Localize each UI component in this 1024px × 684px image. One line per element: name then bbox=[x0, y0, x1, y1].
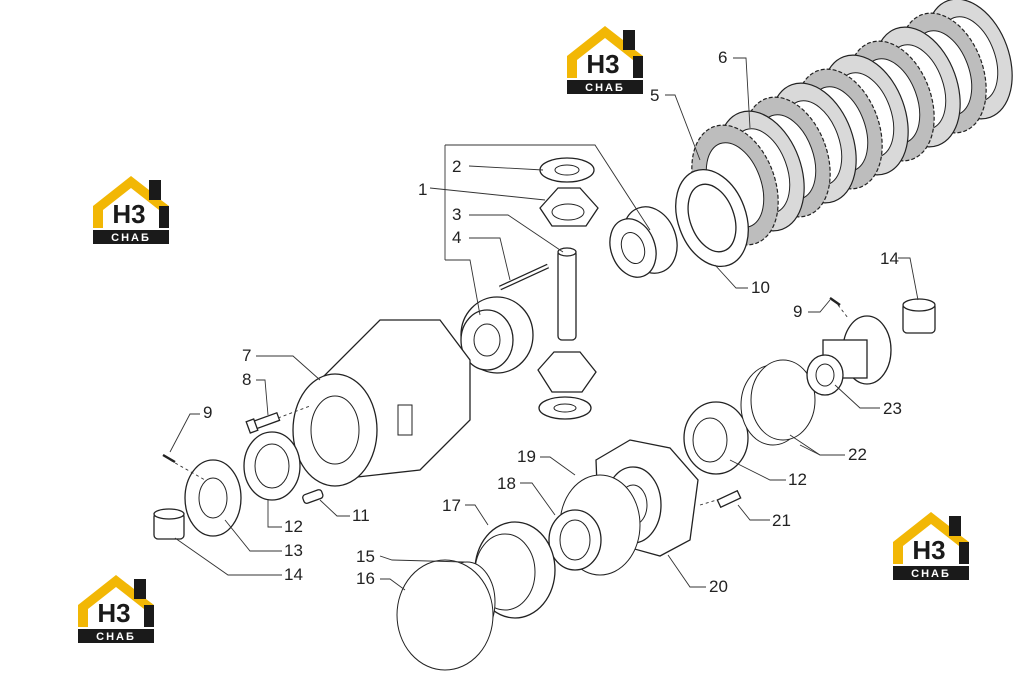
bearing-right bbox=[683, 401, 749, 475]
callout-10: 10 bbox=[751, 278, 770, 297]
callout-9-left: 9 bbox=[203, 403, 212, 422]
watermark-caption: CHAБ bbox=[111, 232, 151, 244]
watermark-caption: CHAБ bbox=[96, 631, 136, 643]
watermark-logo-right: H3 CHAБ bbox=[893, 512, 969, 580]
screw-right bbox=[829, 297, 841, 306]
bolt-21 bbox=[716, 489, 742, 509]
bolt-8 bbox=[245, 411, 281, 434]
callout-14-right: 14 bbox=[880, 249, 899, 268]
callout-15: 15 bbox=[356, 547, 375, 566]
dowel-pin bbox=[302, 489, 324, 504]
callout-8: 8 bbox=[242, 370, 251, 389]
bushing-right bbox=[902, 298, 936, 334]
watermark-logo-bottom-left: H3 CHAБ bbox=[78, 575, 154, 643]
callout-9-right: 9 bbox=[793, 302, 802, 321]
callout-labels: 1 2 3 4 5 6 7 8 9 9 10 11 12 12 13 14 14… bbox=[203, 48, 902, 596]
output-shaft bbox=[806, 315, 892, 396]
watermark-letters: H3 bbox=[586, 49, 619, 79]
o-rings-22 bbox=[740, 359, 816, 446]
callout-11: 11 bbox=[352, 506, 370, 525]
bearing-cup bbox=[460, 296, 534, 374]
callout-12-left: 12 bbox=[284, 517, 303, 536]
callout-6: 6 bbox=[718, 48, 727, 67]
bushing-left bbox=[153, 508, 185, 540]
callout-5: 5 bbox=[650, 86, 659, 105]
differential-housing bbox=[292, 319, 471, 487]
pinion-gear-upper bbox=[539, 187, 599, 227]
callout-21: 21 bbox=[772, 511, 791, 530]
callout-17: 17 bbox=[442, 496, 461, 515]
pressure-ring bbox=[675, 168, 749, 268]
lock-washer bbox=[548, 509, 602, 571]
callout-23: 23 bbox=[883, 399, 902, 418]
watermark-letters: H3 bbox=[112, 199, 145, 229]
side-gear-hub bbox=[609, 206, 678, 278]
callout-7: 7 bbox=[242, 346, 251, 365]
coupler-13 bbox=[184, 459, 242, 537]
watermark-letters: H3 bbox=[912, 535, 945, 565]
callout-22: 22 bbox=[848, 445, 867, 464]
pinion-gear-lower bbox=[537, 351, 597, 420]
pin bbox=[498, 263, 550, 291]
thrust-washer bbox=[539, 157, 595, 183]
callout-12-right: 12 bbox=[788, 470, 807, 489]
bearing-left bbox=[243, 431, 301, 501]
callout-20: 20 bbox=[709, 577, 728, 596]
o-rings-15-16 bbox=[396, 559, 496, 671]
watermark-logo-top: H3 CHAБ bbox=[567, 26, 643, 94]
watermark-letters: H3 bbox=[97, 598, 130, 628]
cross-shaft bbox=[557, 247, 577, 341]
callout-19: 19 bbox=[517, 447, 536, 466]
callout-4: 4 bbox=[452, 228, 461, 247]
watermark-caption: CHAБ bbox=[585, 82, 625, 94]
callout-14-left: 14 bbox=[284, 565, 303, 584]
callout-1: 1 bbox=[418, 180, 427, 199]
callout-18: 18 bbox=[497, 474, 516, 493]
assembly-axes bbox=[169, 304, 849, 506]
leader-lines bbox=[169, 57, 919, 591]
callout-2: 2 bbox=[452, 157, 461, 176]
watermark-logo-left: H3 CHAБ bbox=[93, 176, 169, 244]
watermark-caption: CHAБ bbox=[911, 568, 951, 580]
callout-3: 3 bbox=[452, 205, 461, 224]
clutch-plate-stack bbox=[691, 0, 1013, 246]
screw-left bbox=[162, 453, 176, 464]
callout-16: 16 bbox=[356, 569, 375, 588]
callout-13: 13 bbox=[284, 541, 303, 560]
